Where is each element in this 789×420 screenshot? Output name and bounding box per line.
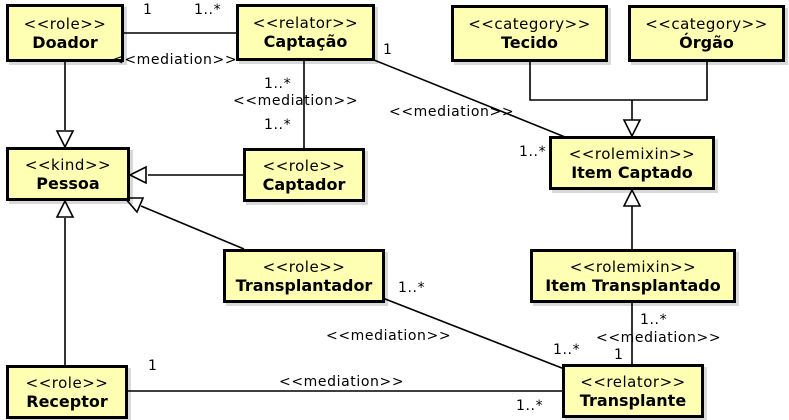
multiplicity-captador: 1..* [264,117,292,133]
multiplicity-item-transplantado: 1..* [640,312,668,328]
class-orgao[interactable]: <<category>> Órgão [628,5,785,62]
class-pessoa[interactable]: <<kind>> Pessoa [6,147,130,201]
class-name: Captação [263,32,348,51]
class-name: Transplantador [235,275,373,295]
stereotype-label: <<relator>> [580,372,686,391]
class-doador[interactable]: <<role>> Doador [6,4,124,62]
mediation-label-receptor: <<mediation>> [279,374,405,390]
mediation-label-item-captado: <<mediation>> [389,104,515,120]
class-name: Item Transplantado [545,275,721,295]
gen-arrowhead-doador [55,130,75,149]
stereotype-label: <<role>> [262,257,346,276]
class-name: Captador [262,174,346,194]
class-name: Receptor [26,391,108,411]
gen-arrowhead-item-transplantado [622,188,642,207]
gen-tecido-item-captado [529,62,632,101]
gen-orgao-item-captado [632,62,708,101]
gen-arrowhead-transplantador [123,197,145,214]
class-receptor[interactable]: <<role>> Receptor [6,365,128,419]
multiplicity-captacao-captador: 1..* [264,76,292,92]
class-name: Tecido [500,33,559,52]
multiplicity-captacao-doador: 1..* [194,2,222,18]
multiplicity-captacao-item: 1 [383,42,393,58]
class-captacao[interactable]: <<relator>> Captação [236,4,375,61]
multiplicity-transplante-receptor: 1..* [516,398,544,414]
class-item-transplantado[interactable]: <<rolemixin>> Item Transplantado [530,249,736,303]
gen-arrowhead-receptor [55,199,75,218]
multiplicity-transplante-transplantador: 1..* [553,342,581,358]
class-name: Órgão [679,33,734,52]
class-transplantador[interactable]: <<role>> Transplantador [223,249,385,303]
stereotype-label: <<rolemixin>> [568,144,696,163]
mediation-label-captador: <<mediation>> [233,93,359,109]
stereotype-label: <<role>> [23,14,107,33]
class-name: Item Captado [571,162,693,182]
class-captador[interactable]: <<role>> Captador [243,148,365,202]
class-transplante[interactable]: <<relator>> Transplante [562,364,704,418]
multiplicity-doador: 1 [143,2,153,18]
class-item-captado[interactable]: <<rolemixin>> Item Captado [549,136,715,190]
stereotype-label: <<relator>> [252,14,359,32]
gen-arrowhead-captador [128,165,147,185]
mediation-label-transplantador: <<mediation>> [326,328,452,344]
mediation-label-doador: <<mediation>> [112,52,238,68]
stereotype-label: <<role>> [25,373,109,392]
multiplicity-item-captado: 1..* [519,144,547,160]
class-name: Pessoa [36,173,100,193]
multiplicity-transplante-item: 1 [614,347,624,363]
assoc-captacao-item-captado [373,59,566,138]
stereotype-label: <<kind>> [24,155,112,174]
class-name: Doador [32,32,98,52]
stereotype-label: <<category>> [645,15,768,33]
stereotype-label: <<category>> [468,15,591,33]
class-tecido[interactable]: <<category>> Tecido [451,5,608,62]
multiplicity-receptor: 1 [148,358,158,374]
stereotype-label: <<rolemixin>> [569,257,697,276]
gen-arrowhead-categories [622,119,642,138]
stereotype-label: <<role>> [262,156,346,175]
assoc-transplantador-transplante [379,296,568,371]
multiplicity-transplantador: 1..* [398,280,426,296]
gen-transplantador-pessoa [140,205,245,250]
mediation-label-item-transplantado: <<mediation>> [596,330,722,346]
class-name: Transplante [579,390,687,410]
